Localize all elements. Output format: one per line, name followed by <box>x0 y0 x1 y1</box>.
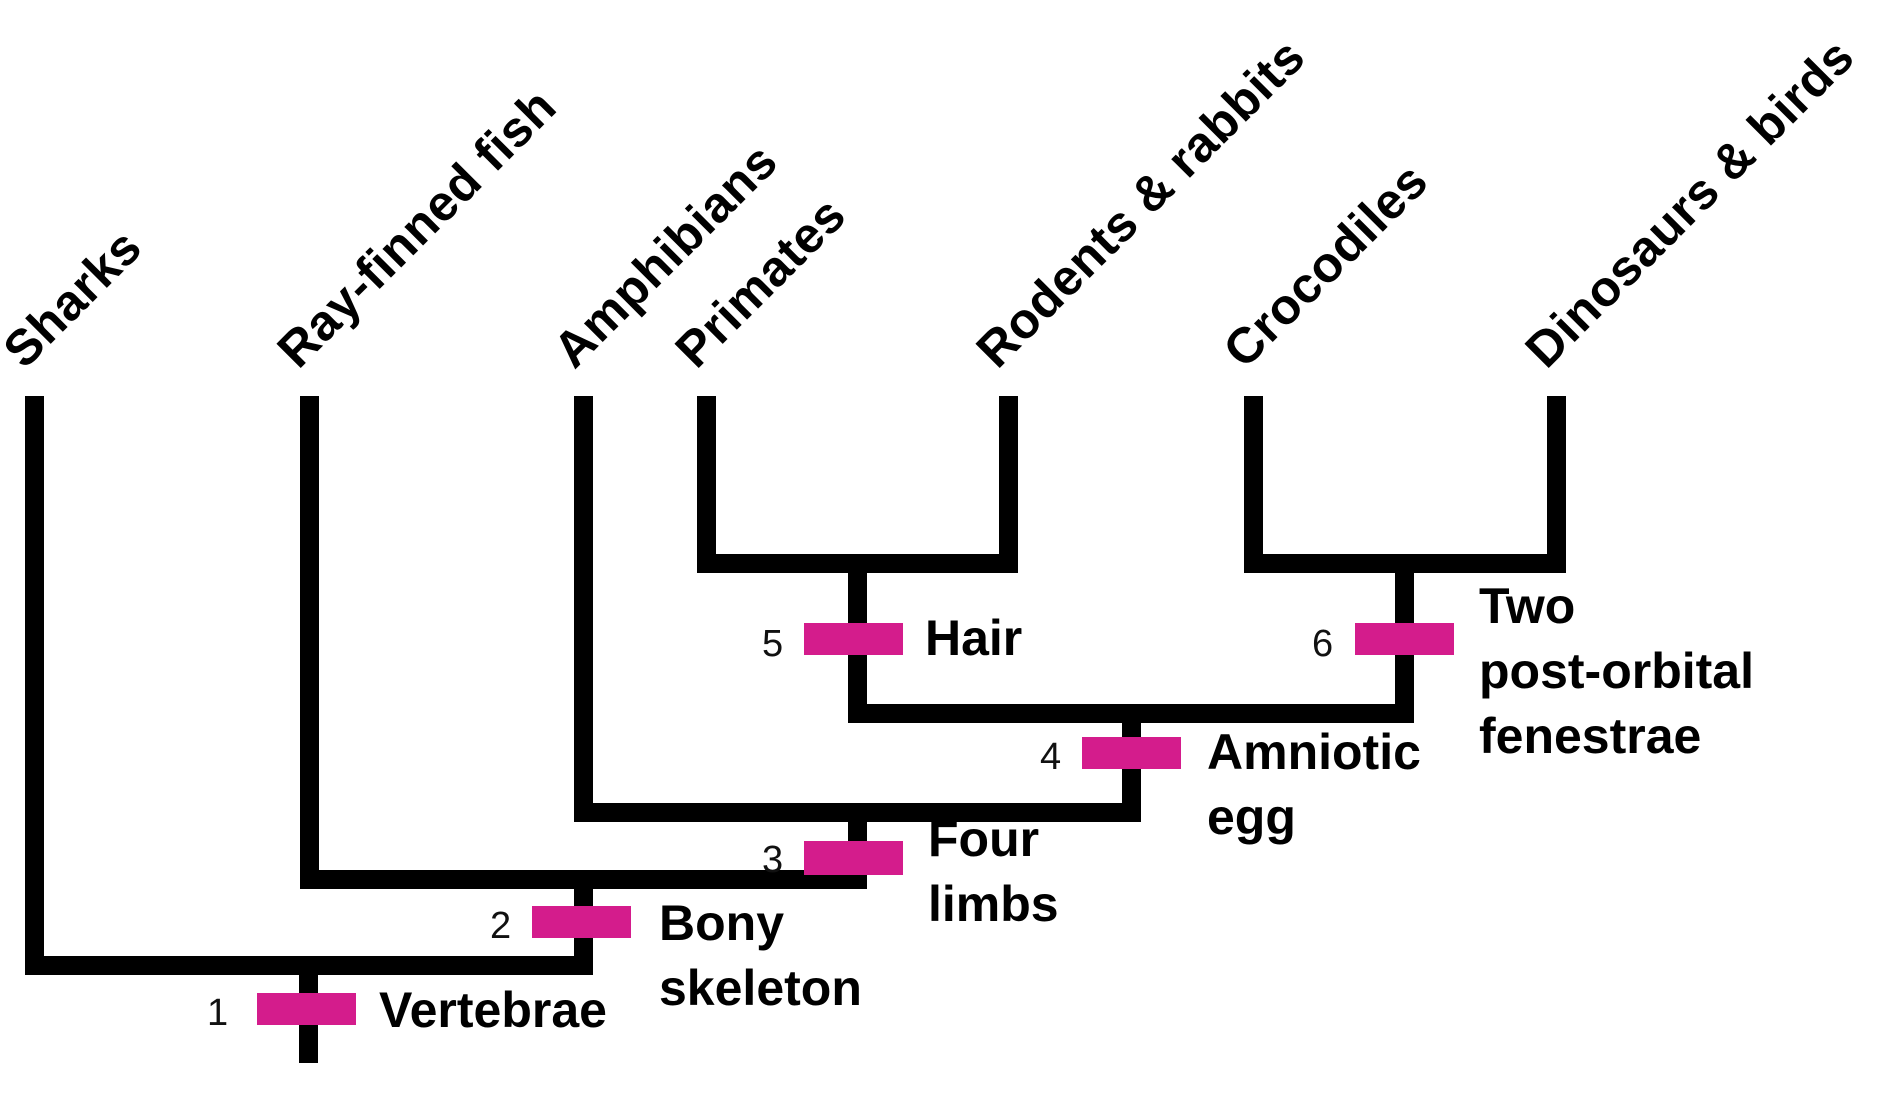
trait-marker-3 <box>804 841 903 875</box>
trait-label-line: fenestrae <box>1479 708 1702 764</box>
taxon-label-ray-finned-fish: Ray-finned fish <box>266 77 567 379</box>
trait-number-3: 3 <box>762 839 784 881</box>
branch-rodents-rabbits <box>999 396 1018 573</box>
trait-label-line: Two <box>1479 578 1576 634</box>
branch-dinosaurs-birds <box>1547 396 1566 573</box>
trait-marker-1 <box>257 993 356 1025</box>
trait-label-line: Hair <box>925 610 1023 666</box>
branch-amphibians <box>574 396 593 822</box>
trait-label-post-orbital-fenestrae: Two post-orbital fenestrae <box>1479 574 1754 769</box>
taxon-label-dinosaurs-birds: Dinosaurs & birds <box>1514 28 1865 379</box>
trait-label-line: egg <box>1207 789 1296 845</box>
trait-number-5: 5 <box>762 623 784 665</box>
trait-label-line: limbs <box>928 876 1059 932</box>
trait-marker-2 <box>532 906 631 938</box>
taxon-label-sharks: Sharks <box>0 218 153 379</box>
branch-sharks <box>25 396 44 975</box>
trait-number-1: 1 <box>207 992 229 1034</box>
trait-marker-5 <box>804 623 903 655</box>
trait-label-line: Vertebrae <box>379 982 607 1038</box>
trait-number-2: 2 <box>490 905 512 947</box>
branch-primates <box>697 396 716 573</box>
trait-label-line: skeleton <box>659 960 862 1016</box>
trait-label-line: Bony <box>659 895 784 951</box>
trait-label-vertebrae: Vertebrae <box>379 978 607 1043</box>
trait-label-four-limbs: Four limbs <box>928 807 1059 937</box>
trait-marker-6 <box>1355 623 1454 655</box>
trait-number-4: 4 <box>1040 736 1062 778</box>
trait-label-line: Four <box>928 811 1040 867</box>
branch-ray-finned-fish <box>300 396 319 888</box>
trait-label-amniotic-egg: Amniotic egg <box>1207 720 1421 850</box>
trait-number-6: 6 <box>1312 623 1334 665</box>
trait-marker-4 <box>1082 737 1181 769</box>
trait-label-bony-skeleton: Bony skeleton <box>659 891 862 1021</box>
trait-label-line: post-orbital <box>1479 643 1754 699</box>
branch-crocodiles <box>1244 396 1263 573</box>
trait-label-hair: Hair <box>925 606 1022 671</box>
taxon-label-crocodiles: Crocodiles <box>1212 152 1439 379</box>
trait-label-line: Amniotic <box>1207 724 1421 780</box>
